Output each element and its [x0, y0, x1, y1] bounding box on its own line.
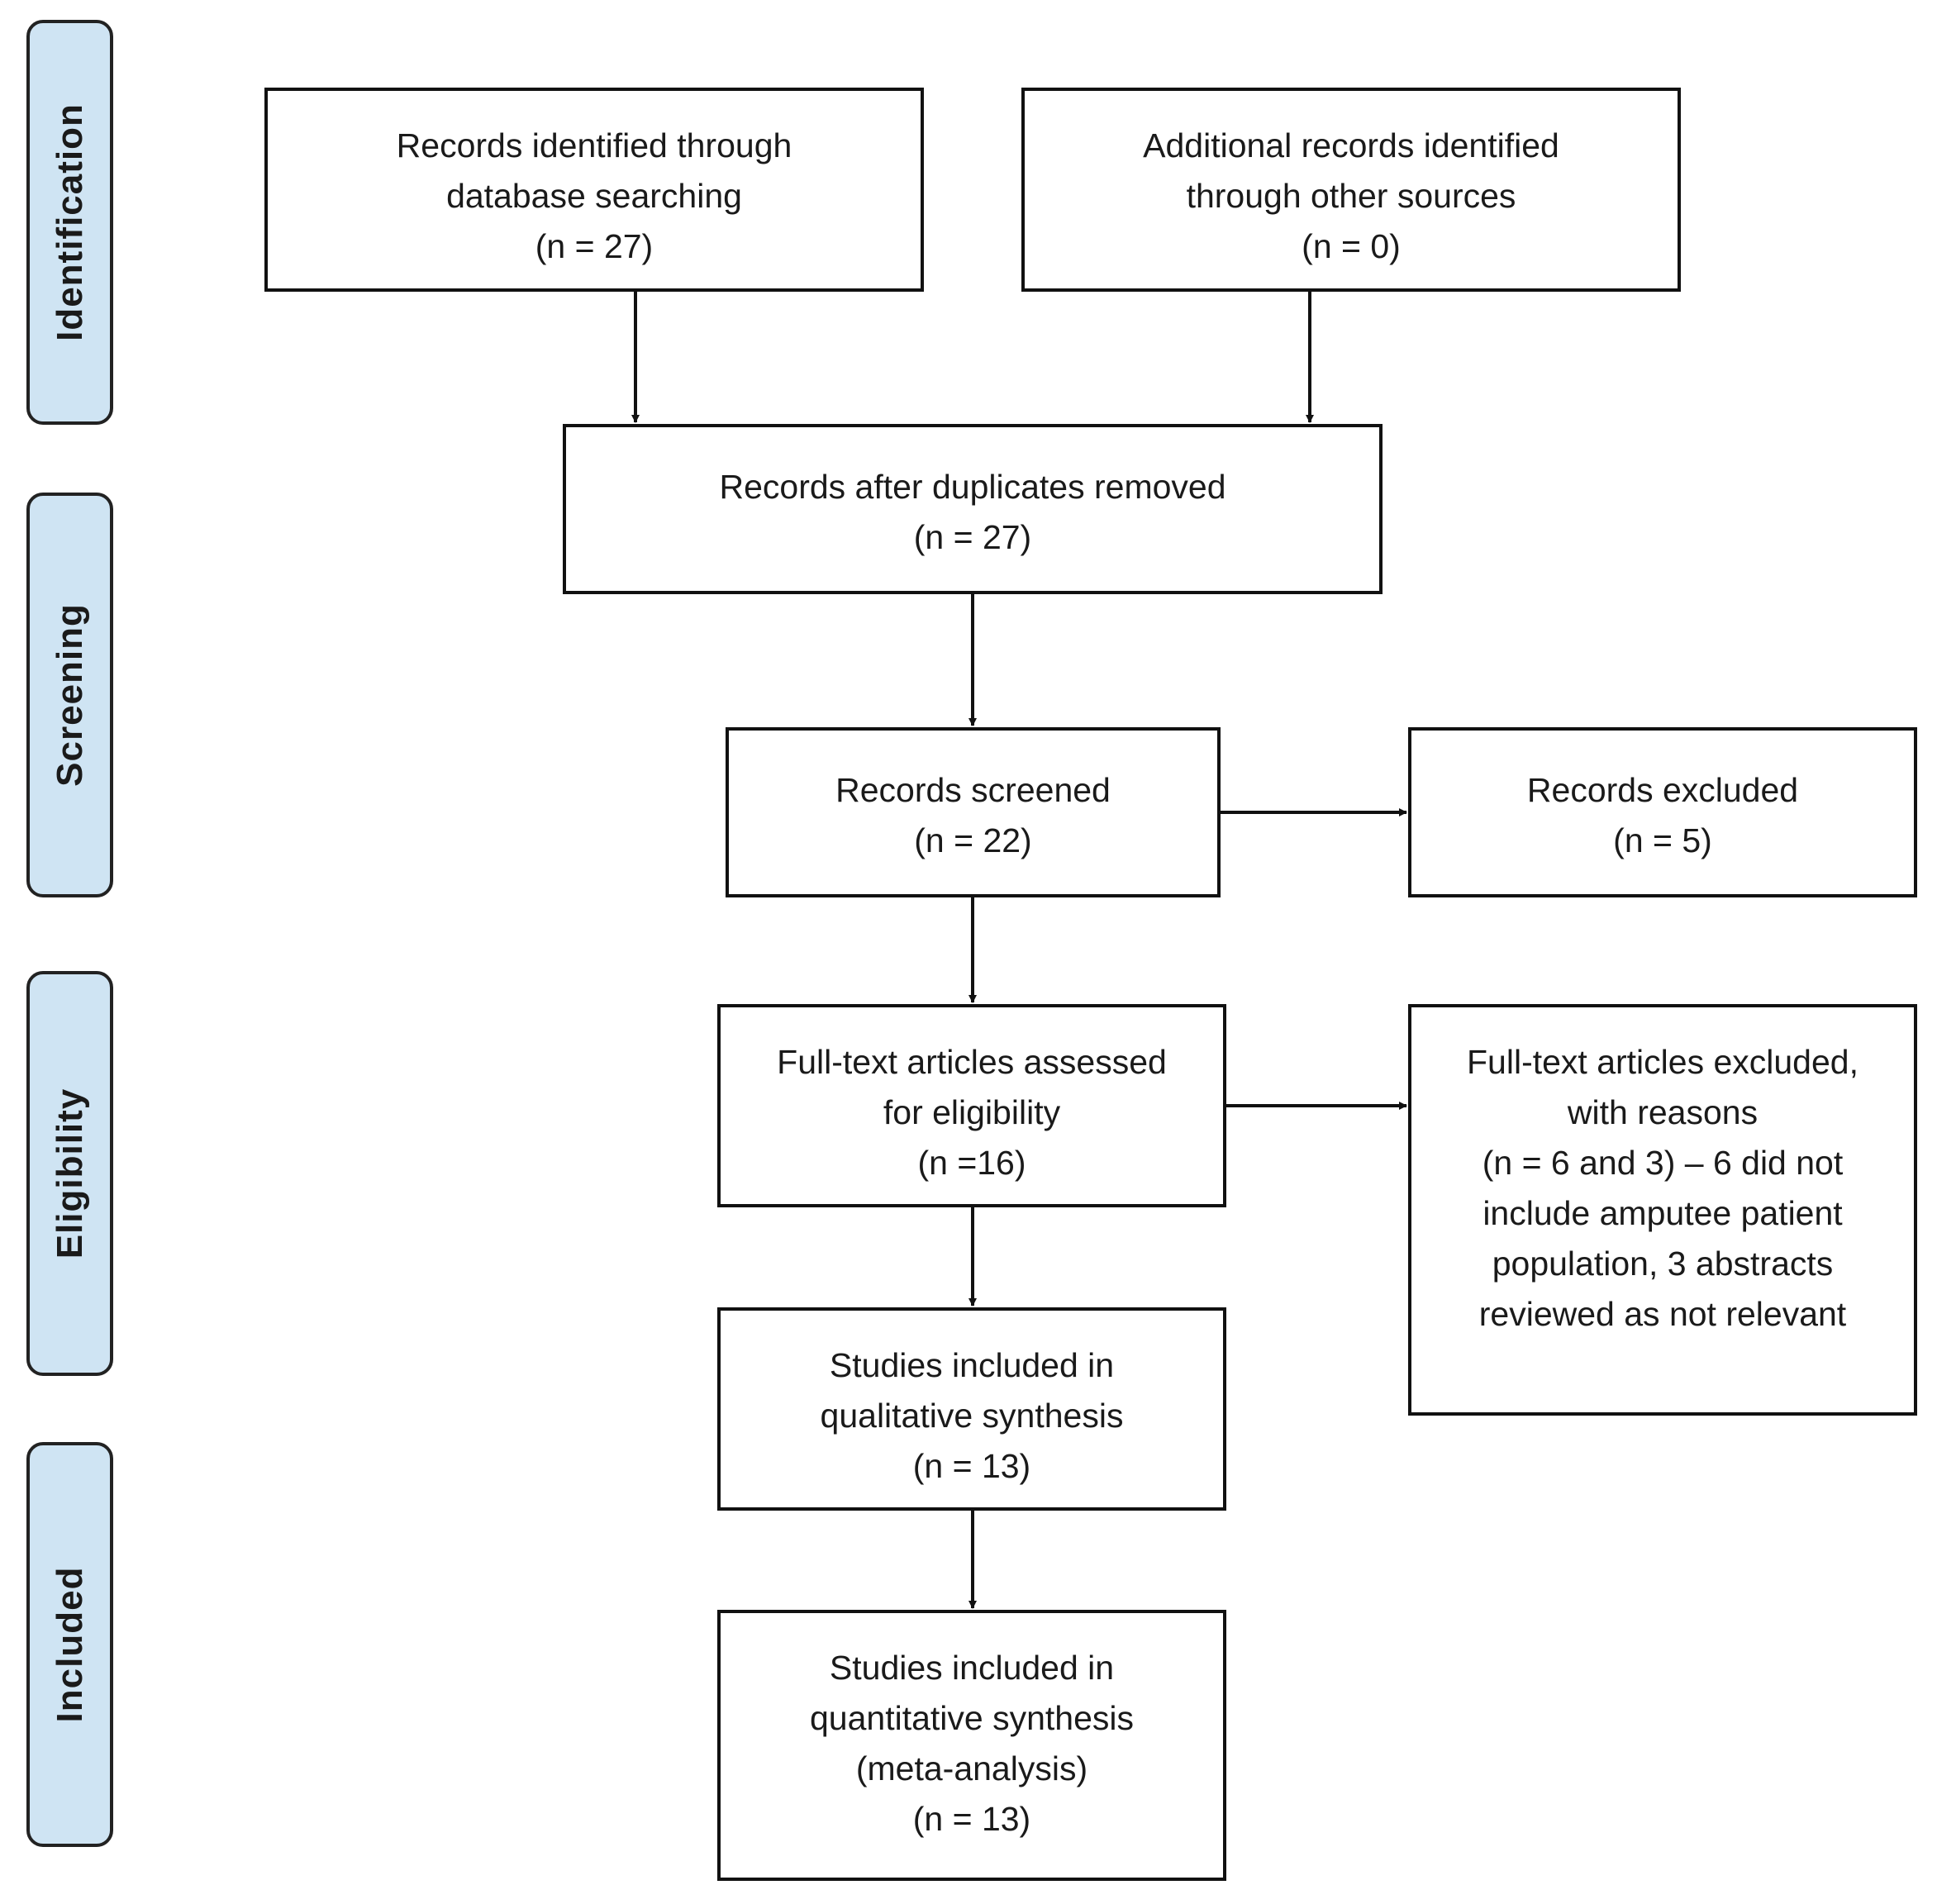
box-line: Full-text articles excluded,: [1467, 1043, 1858, 1081]
box-line: population, 3 abstracts: [1492, 1245, 1834, 1283]
fulltext-excluded-box: Full-text articles excluded, with reason…: [1408, 1004, 1917, 1416]
box-line: qualitative synthesis: [820, 1397, 1124, 1435]
box-line: Records screened: [835, 771, 1111, 809]
box-line: (n = 13): [912, 1800, 1031, 1838]
box-line: Full-text articles assessed: [777, 1043, 1167, 1081]
box-line: with reasons: [1567, 1093, 1759, 1131]
box-line: Records after duplicates removed: [719, 468, 1226, 506]
box-line: Records excluded: [1526, 771, 1799, 809]
stage-included: Included: [26, 1442, 113, 1847]
stage-identification: Identification: [26, 20, 113, 425]
records-screened-box: Records screened (n = 22): [726, 727, 1221, 897]
records-excluded-box: Records excluded (n = 5): [1408, 727, 1917, 897]
duplicates-removed-box: Records after duplicates removed (n = 27…: [563, 424, 1383, 594]
database-search-box: Records identified through database sear…: [264, 88, 924, 292]
box-line: reviewed as not relevant: [1478, 1295, 1847, 1333]
qualitative-synthesis-box: Studies included in qualitative synthesi…: [717, 1307, 1226, 1511]
box-line: (n = 22): [914, 821, 1032, 859]
box-line: (n = 5): [1613, 821, 1712, 859]
box-line: quantitative synthesis: [809, 1699, 1134, 1737]
box-line: database searching: [446, 177, 742, 215]
box-line: (meta-analysis): [855, 1749, 1088, 1787]
box-line: (n = 13): [912, 1447, 1031, 1485]
box-line: (n = 27): [913, 518, 1032, 556]
box-line: include amputee patient: [1482, 1194, 1843, 1232]
box-line: Studies included in: [829, 1346, 1115, 1384]
box-line: for eligibility: [883, 1093, 1061, 1131]
box-line: (n = 6 and 3) – 6 did not: [1482, 1144, 1844, 1182]
fulltext-assessed-box: Full-text articles assessed for eligibil…: [717, 1004, 1226, 1207]
quantitative-synthesis-box: Studies included in quantitative synthes…: [717, 1610, 1226, 1881]
box-line: Records identified through: [396, 126, 792, 164]
box-line: Additional records identified: [1143, 126, 1559, 164]
box-line: through other sources: [1186, 177, 1516, 215]
box-line: Studies included in: [829, 1649, 1115, 1687]
stage-eligibility: Eligibility: [26, 971, 113, 1376]
stage-screening: Screening: [26, 493, 113, 897]
box-line: (n = 27): [535, 227, 654, 265]
other-sources-box: Additional records identified through ot…: [1021, 88, 1681, 292]
box-line: (n = 0): [1302, 227, 1401, 265]
box-line: (n =16): [917, 1144, 1026, 1182]
